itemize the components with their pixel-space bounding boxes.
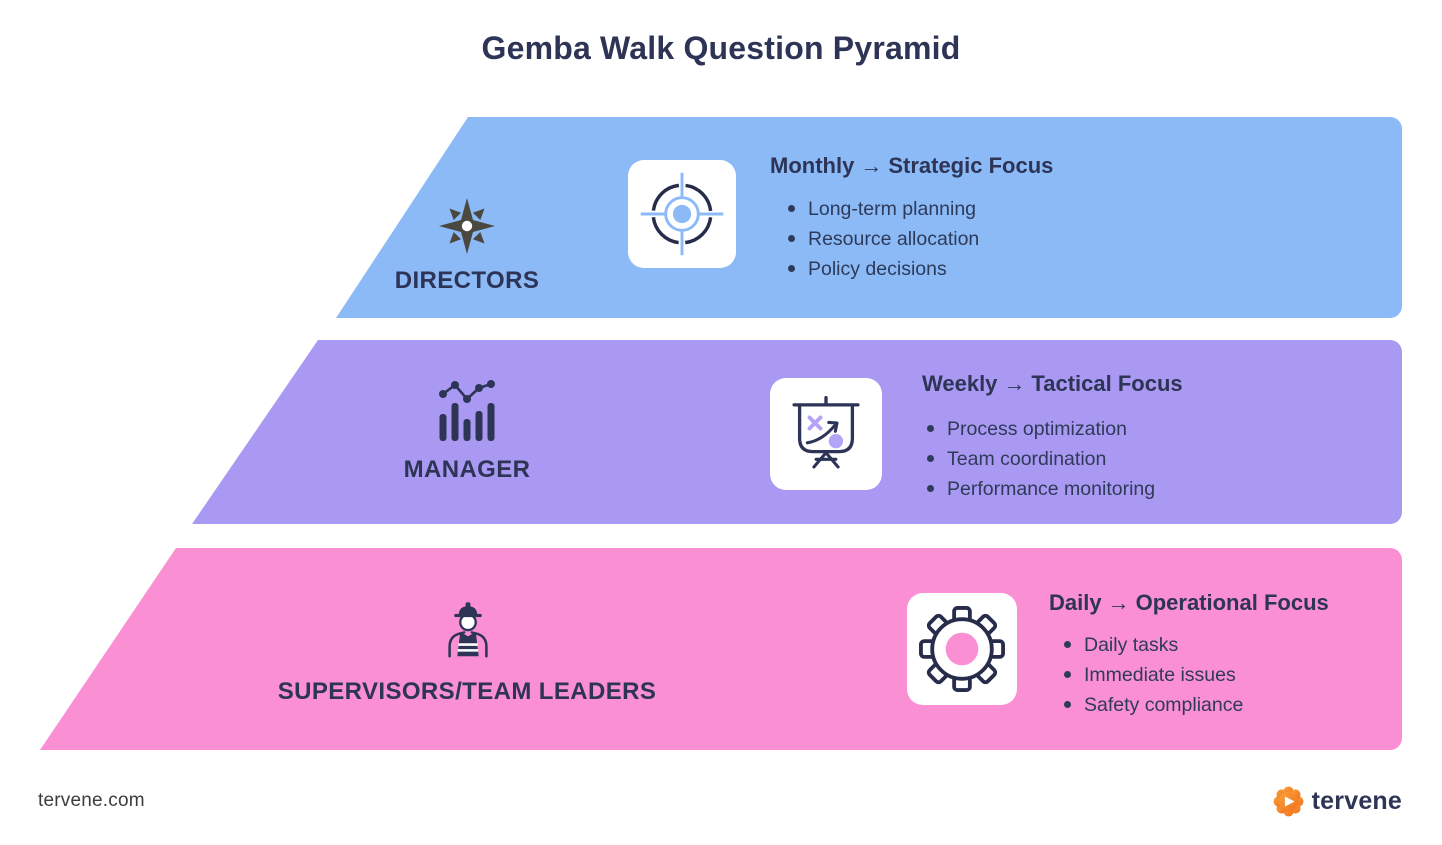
arrow-glyph: →	[1107, 590, 1130, 615]
frequency: Weekly	[922, 371, 998, 396]
bullet-item: Policy decisions	[786, 254, 979, 284]
tier-heading: Daily→Operational Focus	[1049, 590, 1329, 616]
bullet-item: Process optimization	[925, 414, 1155, 444]
bullet-item: Daily tasks	[1062, 630, 1243, 660]
bullet-list: Daily tasks Immediate issues Safety comp…	[1062, 630, 1243, 720]
tier-heading: Weekly→Tactical Focus	[922, 371, 1183, 397]
bullet-list: Process optimization Team coordination P…	[925, 414, 1155, 504]
bullet-item: Long-term planning	[786, 194, 979, 224]
bar-chart-icon	[437, 376, 497, 442]
frequency: Monthly	[770, 153, 855, 178]
card-target	[628, 160, 736, 268]
tier-heading: Monthly→Strategic Focus	[770, 153, 1053, 179]
role-label-manager: MANAGER	[403, 456, 531, 483]
bullet-item: Immediate issues	[1062, 660, 1243, 690]
strategy-board-icon	[792, 396, 860, 469]
brand-wordmark: tervene	[1311, 787, 1402, 815]
construction-worker-icon	[437, 592, 499, 670]
target-icon	[640, 172, 724, 256]
arrow-glyph: →	[860, 153, 883, 178]
tier-directors: DIRECTORS Monthly→Strategic Focus Long-t…	[336, 117, 1402, 318]
tervene-logo[interactable]: tervene	[1272, 785, 1402, 818]
tier-supervisors: SUPERVISORS/TEAM LEADERS Daily→Operat	[40, 548, 1402, 750]
card-strategy-board	[770, 378, 882, 490]
bullet-list: Long-term planning Resource allocation P…	[786, 194, 979, 284]
bullet-item: Resource allocation	[786, 224, 979, 254]
frequency: Daily	[1049, 590, 1102, 615]
bullet-item: Team coordination	[925, 444, 1155, 474]
arrow-glyph: →	[1003, 371, 1026, 396]
bullet-item: Safety compliance	[1062, 690, 1243, 720]
card-gear	[907, 593, 1017, 705]
focus: Operational Focus	[1135, 590, 1329, 615]
page-title: Gemba Walk Question Pyramid	[481, 30, 961, 66]
compass-rose-icon	[435, 193, 499, 259]
website-link[interactable]: tervene.com	[38, 790, 145, 811]
focus: Strategic Focus	[888, 153, 1054, 178]
gear-icon	[919, 606, 1005, 692]
role-label-supervisors: SUPERVISORS/TEAM LEADERS	[277, 678, 657, 705]
bullet-item: Performance monitoring	[925, 474, 1155, 504]
focus: Tactical Focus	[1031, 371, 1183, 396]
tervene-logo-icon	[1273, 786, 1304, 817]
tier-manager: MANAGER Weekly→Tactical Focus	[192, 340, 1402, 524]
role-label-directors: DIRECTORS	[394, 267, 540, 294]
